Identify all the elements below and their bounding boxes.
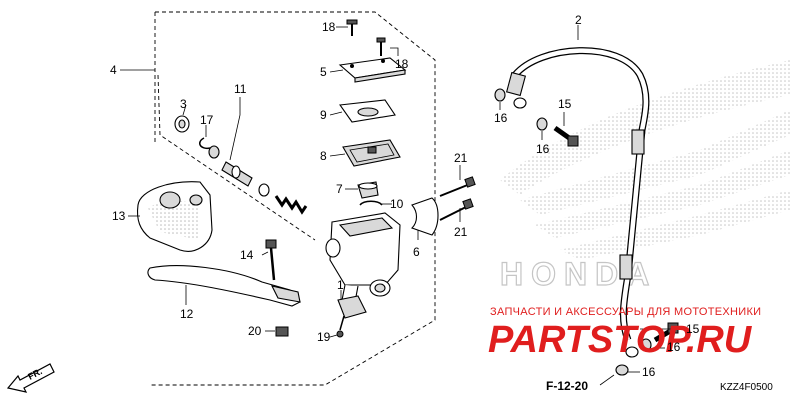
brake-hose (505, 47, 650, 342)
callout-15: 15 (558, 97, 572, 111)
callout-5: 5 (320, 65, 327, 79)
callout-18: 18 (322, 20, 336, 34)
sub-assembly-outline (157, 74, 316, 241)
callout-21-secondary: 21 (454, 225, 468, 239)
hose-end-lower (625, 346, 639, 358)
callout-19: 19 (317, 330, 331, 344)
callout-16-upper-1: 16 (494, 111, 508, 125)
callout-13: 13 (112, 209, 126, 223)
assembly-outline (150, 11, 436, 386)
watermark: ЗАПЧАСТИ И АКСЕССУАРЫ ДЛЯ МОТОТЕХНИКИ PA… (488, 306, 761, 361)
callout-3: 3 (180, 97, 187, 111)
oil-bolt-upper (553, 125, 579, 147)
washer-small (208, 145, 220, 159)
protector-cover (136, 181, 213, 252)
master-cylinder-body (325, 212, 401, 303)
callout-11: 11 (234, 82, 247, 96)
callout-17: 17 (200, 113, 214, 127)
honda-logo-text: HONDA (500, 256, 657, 292)
brake-lever (147, 265, 301, 307)
spring (274, 195, 308, 215)
reference-label: F-12-20 (546, 379, 588, 393)
brake-switch (336, 295, 367, 338)
callout-10: 10 (390, 197, 404, 211)
bolt-21-lower (439, 198, 474, 221)
oil-bolt-lower (653, 322, 679, 343)
diaphragm (342, 139, 401, 167)
ring (359, 200, 383, 206)
bolt-21-upper (439, 176, 476, 197)
leader-lines (120, 25, 680, 386)
watermark-brand: PARTSTOP.RU (488, 319, 753, 361)
callout-16-lower-1: 16 (667, 340, 681, 354)
callout-14: 14 (240, 248, 254, 262)
piston (221, 161, 253, 187)
callout-20: 20 (248, 324, 262, 338)
callout-7: 7 (336, 182, 343, 196)
reservoir-cap (338, 57, 407, 83)
cup (258, 183, 270, 197)
callout-16-lower-2: 16 (642, 365, 656, 379)
callout-15-secondary: 15 (686, 322, 700, 336)
callout-18-secondary: 18 (395, 57, 409, 71)
bolt-18-top (346, 19, 358, 36)
hose-end-upper (513, 97, 527, 109)
callout-2: 2 (575, 13, 582, 27)
callout-4: 4 (110, 63, 117, 77)
circlip (199, 137, 211, 150)
pivot-nut (275, 326, 289, 337)
float (357, 181, 379, 199)
pivot-bolt (265, 239, 277, 281)
bolt-18-right (376, 37, 386, 56)
callout-1: 1 (337, 278, 344, 292)
diagram-code: KZZ4F0500 (720, 382, 773, 393)
diaphragm-plate (339, 99, 396, 123)
sealing-washer-upper-2 (536, 117, 548, 131)
sealing-washer-lower-2 (615, 364, 629, 376)
callout-12: 12 (180, 307, 194, 321)
watermark-caption: ЗАПЧАСТИ И АКСЕССУАРЫ ДЛЯ МОТОТЕХНИКИ (490, 306, 761, 318)
holder-clamp (410, 197, 439, 236)
callout-8: 8 (320, 149, 327, 163)
front-arrow: FR. (6, 363, 55, 393)
callout-16-upper-2: 16 (536, 142, 550, 156)
sealing-washer-lower-1 (640, 338, 652, 352)
callout-9: 9 (320, 108, 327, 122)
callouts: 18 18 5 9 8 7 10 6 21 21 1 19 3 17 11 4 … (110, 13, 700, 379)
boot (174, 115, 190, 133)
callout-6: 6 (413, 245, 420, 259)
callout-21: 21 (454, 151, 468, 165)
sealing-washer-upper-1 (494, 88, 506, 102)
